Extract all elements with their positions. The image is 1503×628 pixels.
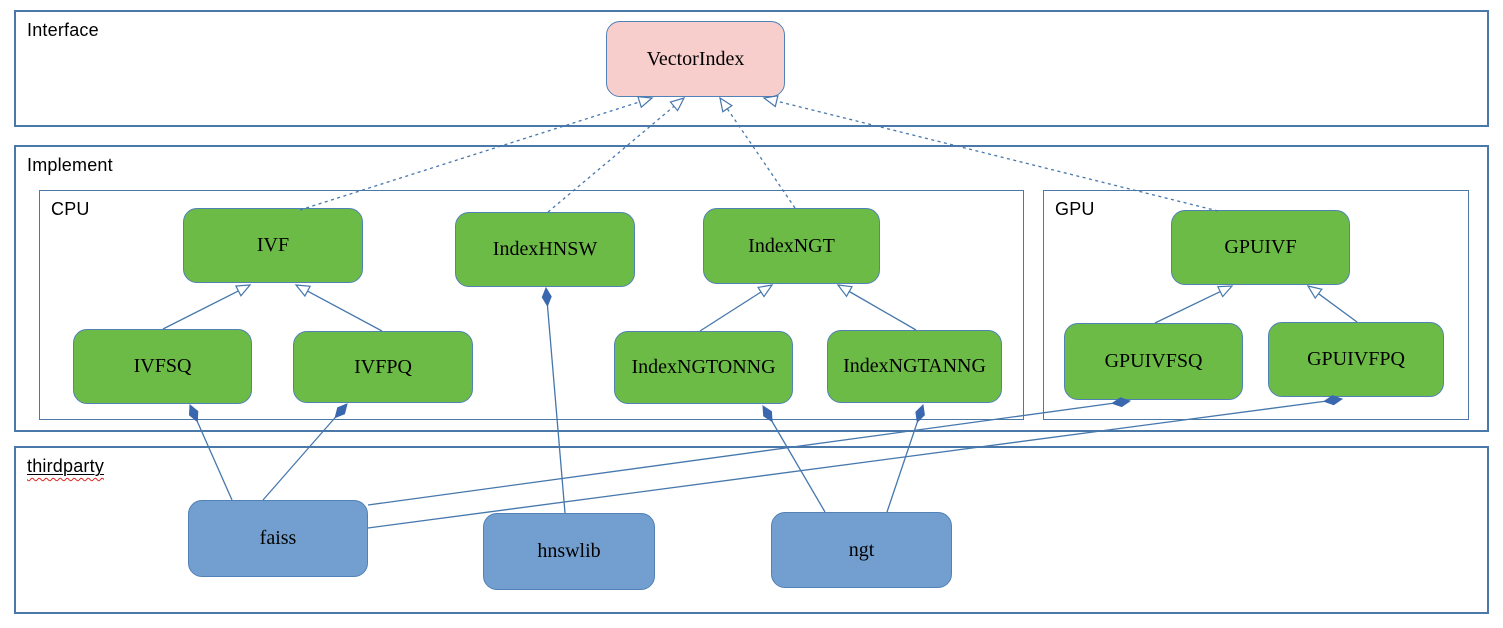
node-faiss: faiss <box>188 500 368 577</box>
node-ivfpq-label: IVFPQ <box>354 355 412 378</box>
node-indexngt-label: IndexNGT <box>748 234 835 257</box>
node-indexngtanng: IndexNGTANNG <box>827 330 1002 403</box>
node-hnswlib: hnswlib <box>483 513 655 590</box>
section-thirdparty-label: thirdparty <box>27 456 104 477</box>
section-implement-label: Implement <box>27 155 113 175</box>
node-gpuivf-label: GPUIVF <box>1224 236 1297 258</box>
node-ngt-label: ngt <box>848 538 875 561</box>
node-indexngtonng: IndexNGTONNG <box>614 331 793 404</box>
node-ivf-label: IVF <box>256 234 290 256</box>
section-thirdparty-label-text: thirdparty <box>27 456 105 476</box>
node-gpuivfsq-label: GPUIVFSQ <box>1104 350 1203 372</box>
node-gpuivfsq: GPUIVFSQ <box>1064 323 1243 400</box>
node-gpuivfpq: GPUIVFPQ <box>1268 322 1444 397</box>
node-ivf: IVF <box>183 208 363 283</box>
node-indexhnsw-label: IndexHNSW <box>492 238 598 260</box>
node-indexngt: IndexNGT <box>703 208 880 284</box>
node-ivfsq-label: IVFSQ <box>133 355 192 377</box>
node-indexngtonng-label: IndexNGTONNG <box>631 356 776 378</box>
node-ivfpq: IVFPQ <box>293 331 473 403</box>
node-indexngtanng-label: IndexNGTANNG <box>843 355 986 377</box>
node-gpuivf: GPUIVF <box>1171 210 1350 285</box>
node-ivfsq: IVFSQ <box>73 329 252 404</box>
node-faiss-label: faiss <box>259 527 297 549</box>
node-vectorindex-label: VectorIndex <box>646 47 745 70</box>
node-ngt: ngt <box>771 512 952 588</box>
section-gpu-label: GPU <box>1055 199 1095 219</box>
section-interface-label: Interface <box>27 20 99 40</box>
node-hnswlib-label: hnswlib <box>537 540 601 562</box>
node-gpuivfpq-label: GPUIVFPQ <box>1307 348 1405 370</box>
node-indexhnsw: IndexHNSW <box>455 212 635 287</box>
node-vectorindex: VectorIndex <box>606 21 785 97</box>
section-cpu-label: CPU <box>51 199 90 219</box>
